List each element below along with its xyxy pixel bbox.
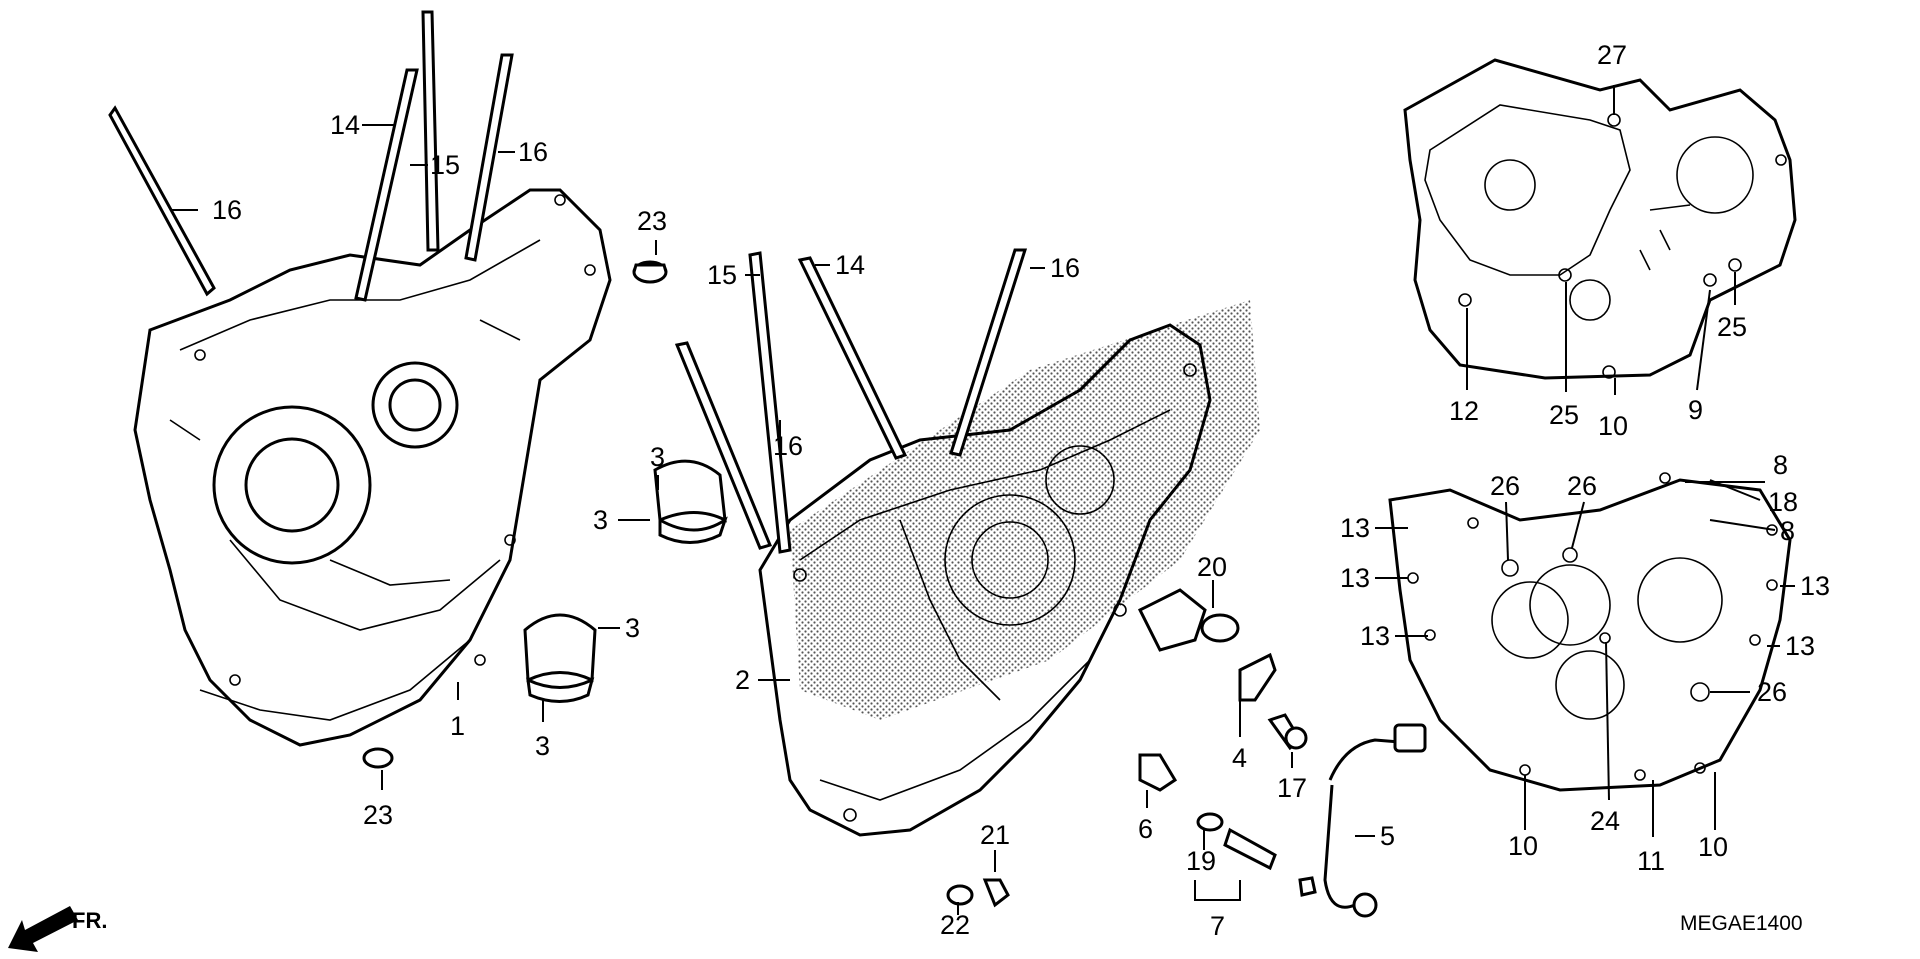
callout-1: 1 [450,711,465,741]
callout-3: 3 [593,505,608,535]
diagram-code: MEGAE1400 [1680,912,1803,935]
callout-10: 10 [1508,831,1538,861]
gasket-lower [1388,472,1792,792]
callout-4: 4 [1232,743,1247,773]
callout-3: 3 [535,731,550,761]
callout-10: 10 [1698,832,1728,862]
callout-24: 24 [1590,806,1620,836]
callout-3: 3 [650,442,665,472]
callout-19: 19 [1186,846,1216,876]
callout-17: 17 [1277,773,1307,803]
callout-14: 14 [330,110,360,140]
callout-11: 11 [1637,846,1665,876]
bearing-shells [523,459,728,703]
callout-23: 23 [637,206,667,236]
callout-20: 20 [1197,552,1227,582]
callout-6: 6 [1138,814,1153,844]
front-direction-arrow-icon [8,906,78,952]
callout-15: 15 [707,260,737,290]
dowel-pin-upper [632,260,668,284]
callout-16: 16 [773,431,803,461]
callout-26: 26 [1490,471,1520,501]
callout-15: 15 [430,150,460,180]
callout-27: 27 [1597,40,1627,70]
callout-21: 21 [980,820,1010,850]
callout-7: 7 [1210,911,1225,941]
leader-lines [172,85,1795,915]
gasket-upper [1403,58,1797,380]
dowel-pin-lower [362,747,394,769]
callout-22: 22 [940,910,970,940]
callout-23: 23 [363,800,393,830]
callout-2: 2 [735,665,750,695]
right-crankcase-half [758,300,1260,837]
callout-10: 10 [1598,411,1628,441]
callout-26: 26 [1567,471,1597,501]
callout-13: 13 [1785,631,1815,661]
callout-5: 5 [1380,821,1395,851]
callout-18: 18 [1768,487,1798,517]
callout-numbers: 14 15 16 16 23 1 23 3 3 3 3 15 14 16 16 … [212,40,1830,941]
left-crankcase-half [133,188,668,769]
small-parts [946,613,1427,918]
callout-8: 8 [1773,450,1788,480]
callout-13: 13 [1340,563,1370,593]
callout-16: 16 [1050,253,1080,283]
callout-14: 14 [835,250,865,280]
callout-25: 25 [1549,400,1579,430]
right-studs [674,248,1028,554]
callout-16: 16 [212,195,242,225]
callout-3: 3 [625,613,640,643]
callout-16: 16 [518,137,548,167]
front-marker-label: FR. [72,908,107,933]
callout-9: 9 [1688,395,1703,425]
callout-13: 13 [1340,513,1370,543]
callout-26: 26 [1757,677,1787,707]
callout-13: 13 [1360,621,1390,651]
callout-13: 13 [1800,571,1830,601]
left-studs [108,10,514,302]
callout-8: 8 [1780,516,1795,546]
callout-12: 12 [1449,396,1479,426]
callout-25: 25 [1717,312,1747,342]
